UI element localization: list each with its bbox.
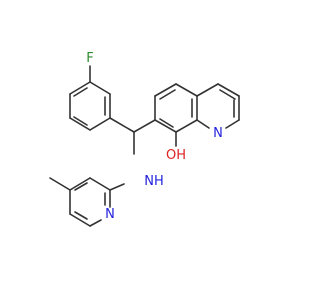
bond — [219, 89, 236, 100]
bond — [225, 119, 240, 129]
bond — [109, 117, 135, 133]
bond — [159, 89, 176, 100]
bond — [73, 87, 88, 97]
bond — [154, 119, 177, 133]
bond — [69, 81, 91, 95]
bond — [69, 213, 91, 227]
quinoline-nitrogen-label: N — [213, 126, 223, 141]
bond — [217, 83, 240, 97]
bond — [89, 117, 111, 131]
bond — [154, 83, 177, 97]
amine-label: NH — [144, 174, 164, 189]
bond — [159, 118, 174, 128]
bond — [133, 119, 156, 133]
structure-canvas: F N NH OH N — [49, 51, 240, 227]
fluorine-label: F — [86, 51, 93, 66]
molecule-structure: F N NH OH N — [49, 51, 240, 227]
bond — [196, 119, 210, 129]
bond — [175, 119, 198, 133]
bond — [89, 81, 111, 95]
pyridine-nitrogen-label: N — [105, 207, 115, 222]
hydroxyl-label: OH — [166, 148, 186, 163]
bond — [89, 219, 102, 227]
bond — [73, 116, 88, 126]
bonds — [49, 65, 240, 227]
bond — [109, 183, 125, 191]
bond — [89, 177, 111, 191]
bond — [69, 177, 91, 191]
bond — [74, 211, 88, 220]
atom-labels: F N NH OH N — [86, 51, 223, 222]
bond — [175, 83, 198, 97]
bond — [196, 83, 219, 97]
bond — [74, 182, 88, 191]
bond — [69, 117, 91, 131]
bond — [49, 177, 71, 191]
